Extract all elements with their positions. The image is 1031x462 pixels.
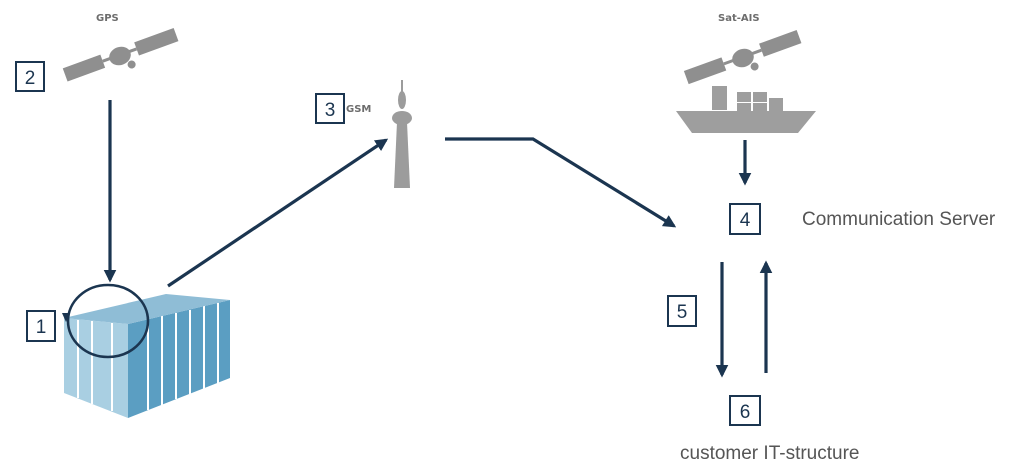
step-number: 6 xyxy=(740,402,751,423)
sat-ais-label: Sat-AIS xyxy=(718,13,760,24)
step-number: 2 xyxy=(25,68,36,89)
gps-satellite-icon xyxy=(62,27,179,82)
step-number: 5 xyxy=(677,302,688,323)
step-box-1: 1 xyxy=(26,310,56,342)
shipping-container-icon xyxy=(64,294,230,418)
gsm-label: GSM xyxy=(346,104,371,115)
cargo-ship-icon xyxy=(676,86,816,133)
arrow-container-to-gsm xyxy=(167,138,389,288)
gsm-tower-icon xyxy=(392,80,412,188)
step-box-5: 5 xyxy=(667,295,697,327)
sat-ais-satellite-icon xyxy=(683,29,802,85)
step-box-3: 3 xyxy=(315,93,345,124)
step-number: 4 xyxy=(740,210,751,231)
step-box-4: 4 xyxy=(729,203,761,235)
cycle-arrow-icon xyxy=(62,283,150,359)
step-box-2: 2 xyxy=(15,61,45,92)
communication-server-label: Communication Server xyxy=(802,209,996,230)
arrow-gsm-to-server xyxy=(445,137,677,228)
step-number: 3 xyxy=(325,100,336,121)
customer-it-structure-label: customer IT-structure xyxy=(680,443,860,462)
step-box-6: 6 xyxy=(729,395,761,426)
step-number: 1 xyxy=(36,317,47,338)
gps-label: GPS xyxy=(96,13,119,24)
